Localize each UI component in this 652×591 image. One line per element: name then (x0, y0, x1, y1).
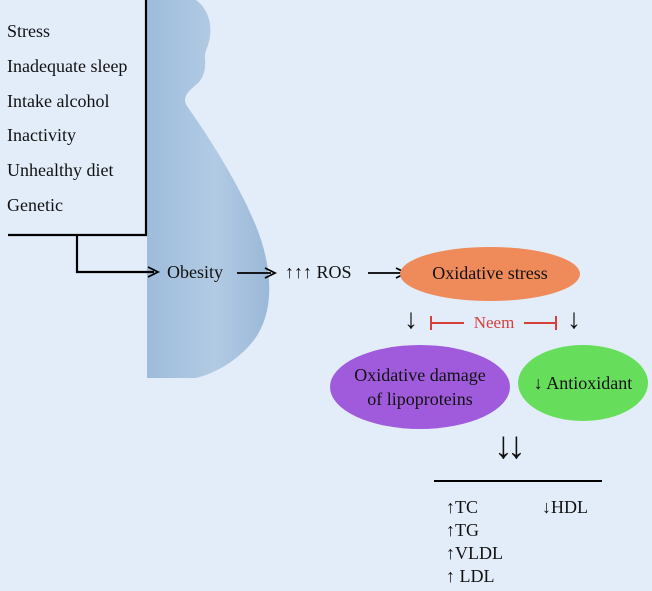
down-arrow-to-antioxidant: ↓ (567, 304, 581, 335)
risk-factor-inadequate-sleep: Inadequate sleep (7, 56, 128, 76)
risk-factor-genetic: Genetic (7, 195, 63, 215)
bracket-to-obesity-connector (75, 235, 154, 274)
lipid-increase-tg: ↑TG (446, 520, 479, 540)
connector-arrowhead (147, 266, 161, 278)
lipid-increase-vldl: ↑VLDL (446, 543, 503, 563)
arrow-obesity-to-ros-head (264, 267, 278, 279)
obesity-label: Obesity (167, 262, 223, 282)
lipid-decrease-hdl: ↓HDL (542, 497, 588, 517)
down-arrow-to-damage: ↓ (404, 304, 418, 335)
ros-label: ↑↑↑ ROS (285, 262, 352, 282)
risk-factor-bracket (8, 0, 148, 237)
oxidative-damage-label-line1: Oxidative damage (354, 365, 486, 385)
silhouette-shape (147, 0, 270, 378)
oxidative-stress-label: Oxidative stress (432, 263, 548, 283)
lipid-increase-tc: ↑TC (446, 497, 479, 517)
double-down-arrow: ↓↓ (494, 425, 526, 467)
antioxidant-label: ↓ Antioxidant (533, 373, 633, 393)
oxidative-damage-node (330, 345, 510, 429)
risk-factor-inactivity: Inactivity (7, 125, 76, 145)
lipid-increase-ldl: ↑ LDL (446, 566, 495, 586)
oxidative-damage-label-line2: of lipoproteins (367, 389, 473, 409)
neem-label: Neem (473, 313, 515, 332)
antioxidant-node (518, 345, 648, 421)
oxidative-stress-node (400, 247, 580, 301)
risk-factor-intake-alcohol: Intake alcohol (7, 91, 110, 111)
risk-factor-unhealthy-diet: Unhealthy diet (7, 160, 114, 180)
risk-factor-stress: Stress (7, 21, 51, 41)
